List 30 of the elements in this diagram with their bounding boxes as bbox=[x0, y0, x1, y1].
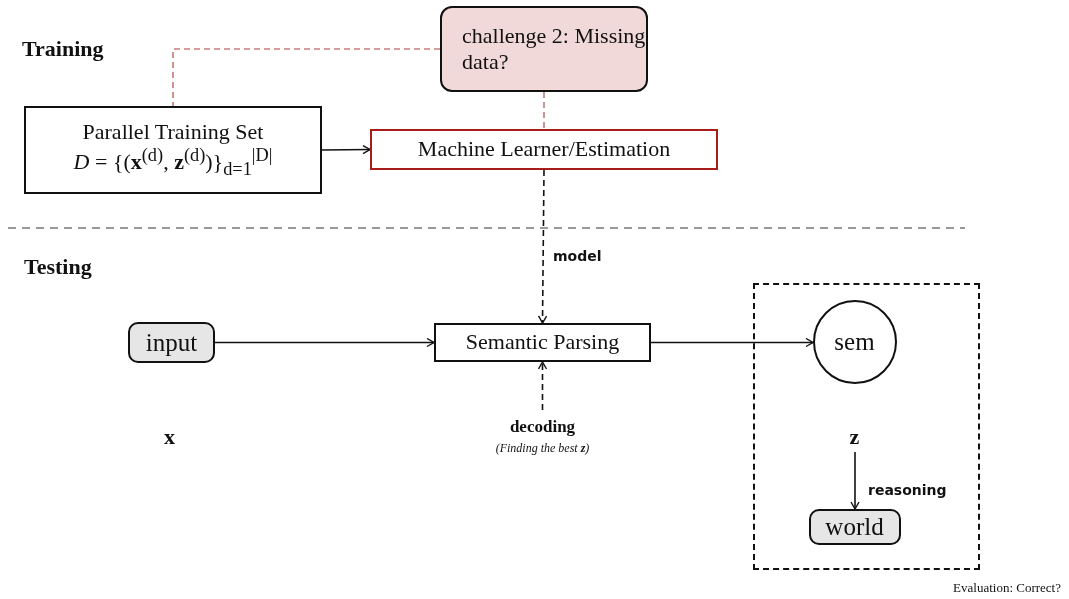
process-box bbox=[370, 129, 718, 170]
node-label: input bbox=[145, 327, 198, 358]
edge-label: model bbox=[553, 248, 602, 264]
section-heading: Testing bbox=[24, 254, 92, 280]
node-label: challenge 2: Missing data? bbox=[462, 22, 646, 76]
arrow bbox=[214, 337, 435, 348]
node-label: Parallel Training Set bbox=[82, 118, 264, 146]
challenge-box bbox=[440, 6, 648, 92]
terminal-box bbox=[808, 508, 901, 545]
node-label: Semantic Parsing bbox=[465, 329, 620, 356]
section-heading: Training bbox=[22, 36, 104, 62]
connector-line bbox=[172, 48, 441, 107]
edge-label: reasoning bbox=[868, 482, 947, 498]
text-label: decoding bbox=[509, 416, 576, 437]
arrow bbox=[850, 451, 860, 510]
connector-line bbox=[543, 91, 545, 130]
process-box bbox=[24, 106, 322, 194]
arrow bbox=[537, 169, 548, 324]
caption-text: Evaluation: Correct? bbox=[953, 580, 1061, 596]
variable-text: x bbox=[164, 424, 175, 450]
node-label: z bbox=[849, 424, 860, 451]
process-box bbox=[434, 323, 651, 362]
terminal-box bbox=[128, 322, 215, 363]
arrow bbox=[321, 144, 371, 155]
node-label: Machine Learner/Estimation bbox=[417, 136, 671, 163]
arrow bbox=[537, 361, 548, 411]
arrow bbox=[650, 337, 814, 348]
node-label: world bbox=[825, 511, 884, 542]
node-label: sem bbox=[834, 327, 875, 357]
note-text: (Finding the best z) bbox=[495, 441, 590, 456]
